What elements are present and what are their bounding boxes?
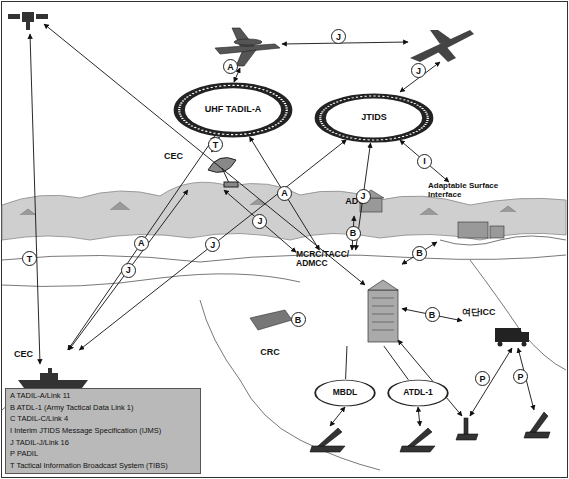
link-connector xyxy=(68,136,215,350)
link-letter: T xyxy=(208,137,223,152)
link-letter: J xyxy=(411,63,426,78)
cec-ship: CEC xyxy=(14,350,94,390)
link-connector xyxy=(250,137,320,250)
link-letter: J xyxy=(356,189,371,204)
link-letter: J xyxy=(331,29,346,44)
legend-entry: A TADIL-A/Link 11 xyxy=(10,392,196,400)
link-ring: JTIDS xyxy=(318,93,430,143)
node-label: MBDL xyxy=(333,388,358,397)
link-oval: ATDL-1 xyxy=(387,379,449,407)
node-label: UHF TADIL-A xyxy=(205,105,261,115)
node-label: CRC xyxy=(260,348,280,358)
interface-site: Adaptable Surface Interface xyxy=(428,182,540,242)
control-center: MCRC/TACC/ ADMCC xyxy=(296,250,402,346)
link-letter: P xyxy=(513,369,528,384)
link-letter: J xyxy=(121,263,136,278)
legend-entry: B ATDL-1 (Army Tactical Data Link 1) xyxy=(10,404,196,412)
link-letter: A xyxy=(223,59,238,74)
node-label: JTIDS xyxy=(361,113,387,123)
link-connector xyxy=(79,140,346,350)
link-letter: I xyxy=(417,154,432,169)
crc-site: CRC xyxy=(240,306,300,358)
legend-entry: C TADIL-C/Link 4 xyxy=(10,415,196,423)
legend-box: A TADIL-A/Link 11 B ATDL-1 (Army Tactical… xyxy=(5,388,201,474)
node-label: MCRC/TACC/ ADMCC xyxy=(296,250,358,269)
legend-entry: J TADIL-J/Link 16 xyxy=(10,439,196,447)
node-label: CEC xyxy=(164,152,183,162)
link-connector xyxy=(384,346,408,380)
legend-entry: P PADIL xyxy=(10,450,196,458)
legend-entry: I Interim JTIDS Message Specification (I… xyxy=(10,427,196,435)
link-letter: J xyxy=(205,237,220,252)
cec-station: CEC xyxy=(164,152,240,190)
link-connector xyxy=(346,346,347,379)
link-letter: T xyxy=(22,251,37,266)
node-label: 여단ICC xyxy=(462,308,496,318)
adc-site: ADC xyxy=(322,188,388,216)
node-label: ATDL-1 xyxy=(403,388,433,397)
icc-vehicle: 여단ICC xyxy=(462,308,534,348)
link-letter: A xyxy=(134,236,149,251)
link-connector xyxy=(402,242,437,264)
link-letter: B xyxy=(412,246,427,261)
link-letter: B xyxy=(425,307,440,322)
link-letter: B xyxy=(291,312,306,327)
node-label: CEC xyxy=(14,350,33,360)
link-letter: B xyxy=(346,226,361,241)
link-connector xyxy=(69,190,188,350)
link-letter: A xyxy=(277,186,292,201)
link-ring: UHF TADIL-A xyxy=(177,82,289,138)
link-connector xyxy=(400,140,449,182)
legend-entry: T Tactical Information Broadcast System … xyxy=(10,462,196,470)
link-letter: P xyxy=(475,371,490,386)
node-label: Adaptable Surface Interface xyxy=(428,182,502,200)
link-oval: MBDL xyxy=(314,379,376,407)
